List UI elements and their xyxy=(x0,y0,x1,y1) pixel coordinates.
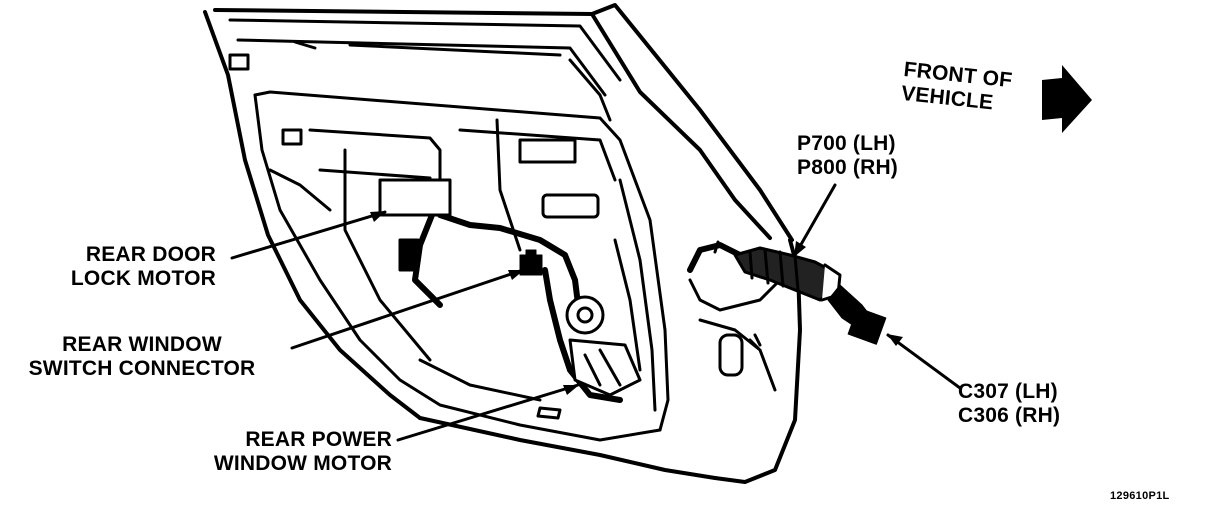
harness-boot xyxy=(733,246,842,302)
inner-door-panel xyxy=(253,90,670,442)
c307-connector xyxy=(827,284,887,345)
p700-p800-label: P700 (LH) P800 (RH) xyxy=(797,132,898,179)
arrowheads xyxy=(370,211,903,395)
rear-window-switch-connector-label: REAR WINDOW SWITCH CONNECTOR xyxy=(28,333,256,380)
front-direction-arrow-icon xyxy=(1042,65,1092,133)
leader-window-motor xyxy=(396,383,580,442)
leader-p700 xyxy=(793,183,837,257)
leader-switch-connector xyxy=(290,268,525,350)
door-edge-details xyxy=(688,240,782,392)
c307-c306-label: C307 (LH) C306 (RH) xyxy=(958,380,1061,427)
rear-window-switch-connector xyxy=(519,249,543,276)
rear-power-window-motor xyxy=(565,295,642,397)
leader-lines xyxy=(230,183,962,442)
leader-lock-motor xyxy=(230,210,387,260)
door-outer-frame xyxy=(203,3,802,484)
figure-number: 129610P1L xyxy=(1110,490,1170,502)
leader-c307 xyxy=(886,333,962,390)
rear-power-window-motor-label: REAR POWER WINDOW MOTOR xyxy=(213,428,392,475)
window-frame xyxy=(228,18,622,122)
rear-door-lock-motor-label: REAR DOOR LOCK MOTOR xyxy=(70,243,216,290)
rear-door-lock-motor xyxy=(378,178,452,272)
